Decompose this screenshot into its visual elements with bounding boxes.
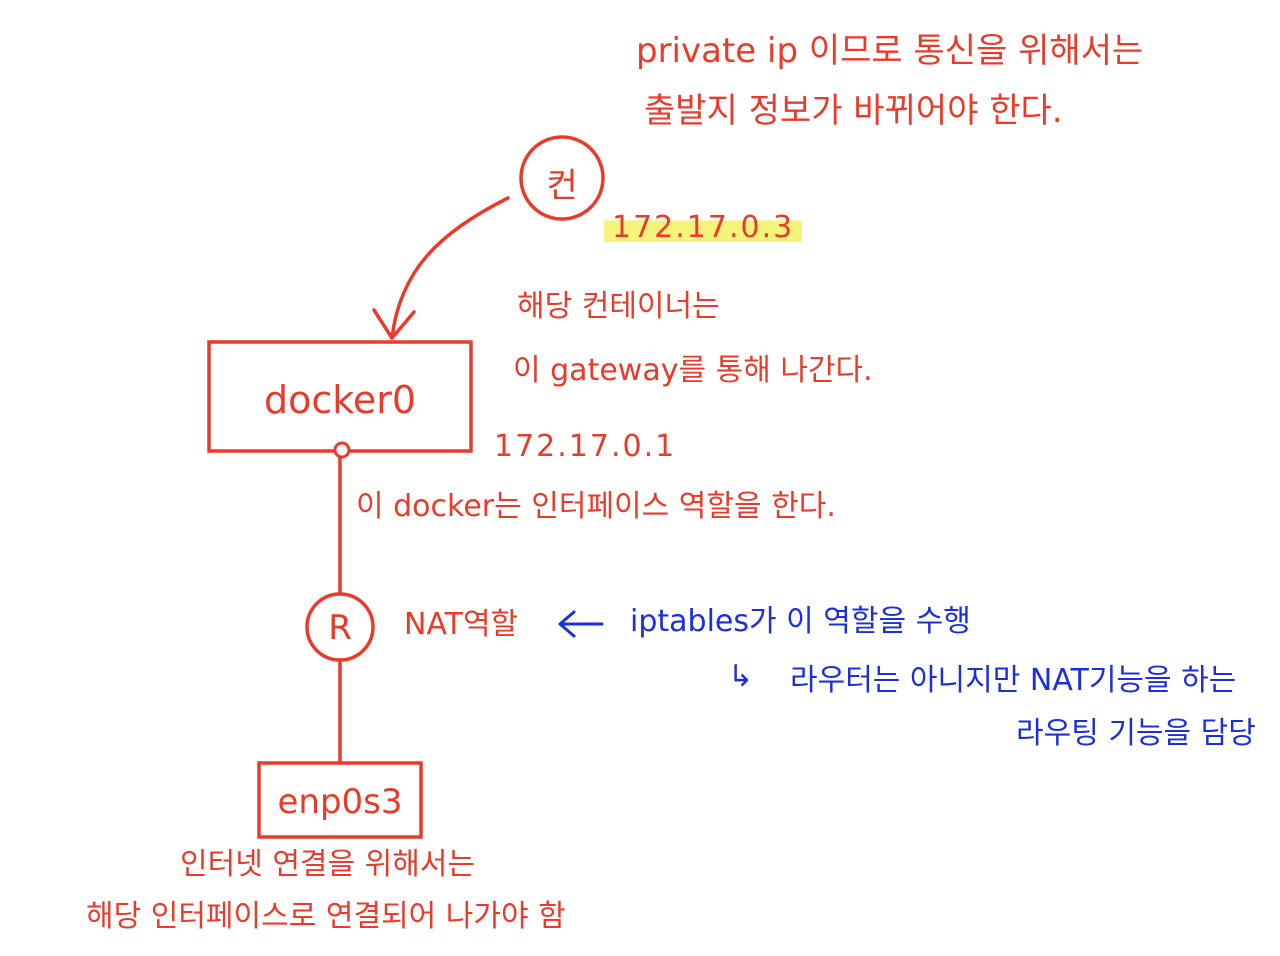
enp0s3-box: [257, 761, 423, 839]
left-arrow-icon: [558, 610, 576, 638]
docker0-ip: 172.17.0.1: [494, 429, 677, 464]
router-label: R: [328, 608, 352, 648]
arrow-head-icon: [372, 308, 416, 340]
docker0-label: docker0: [263, 378, 417, 422]
router-role: NAT역할: [404, 607, 519, 642]
docker0-port: [333, 441, 351, 459]
container-node: [519, 135, 605, 221]
iptables-note-line3: 라우팅 기능을 담당: [1016, 716, 1256, 751]
enp0s3-label: enp0s3: [277, 782, 403, 822]
container-note-line2: 이 gateway를 통해 나간다.: [513, 353, 873, 388]
container-to-docker-arrow: [390, 196, 510, 340]
container-note-line1: 해당 컨테이너는: [517, 289, 720, 324]
container-ip: 172.17.0.3: [604, 210, 803, 245]
top-note-line1: private ip 이므로 통신을 위해서는: [636, 31, 1144, 71]
docker-note: 이 docker는 인터페이스 역할을 한다.: [356, 489, 836, 524]
hook-arrow-icon: ↳: [728, 659, 754, 694]
iptables-note-line2: 라우터는 아니지만 NAT기능을 하는: [790, 663, 1237, 698]
container-ip-wrap: 172.17.0.3: [604, 210, 803, 245]
container-label: 컨: [546, 166, 578, 206]
iptables-note-line1: iptables가 이 역할을 수행: [630, 604, 971, 639]
host-note-line2: 해당 인터페이스로 연결되어 나가야 함: [86, 899, 566, 934]
top-note-line2: 출발지 정보가 바뀌어야 한다.: [644, 91, 1063, 131]
host-note-line1: 인터넷 연결을 위해서는: [180, 847, 476, 882]
